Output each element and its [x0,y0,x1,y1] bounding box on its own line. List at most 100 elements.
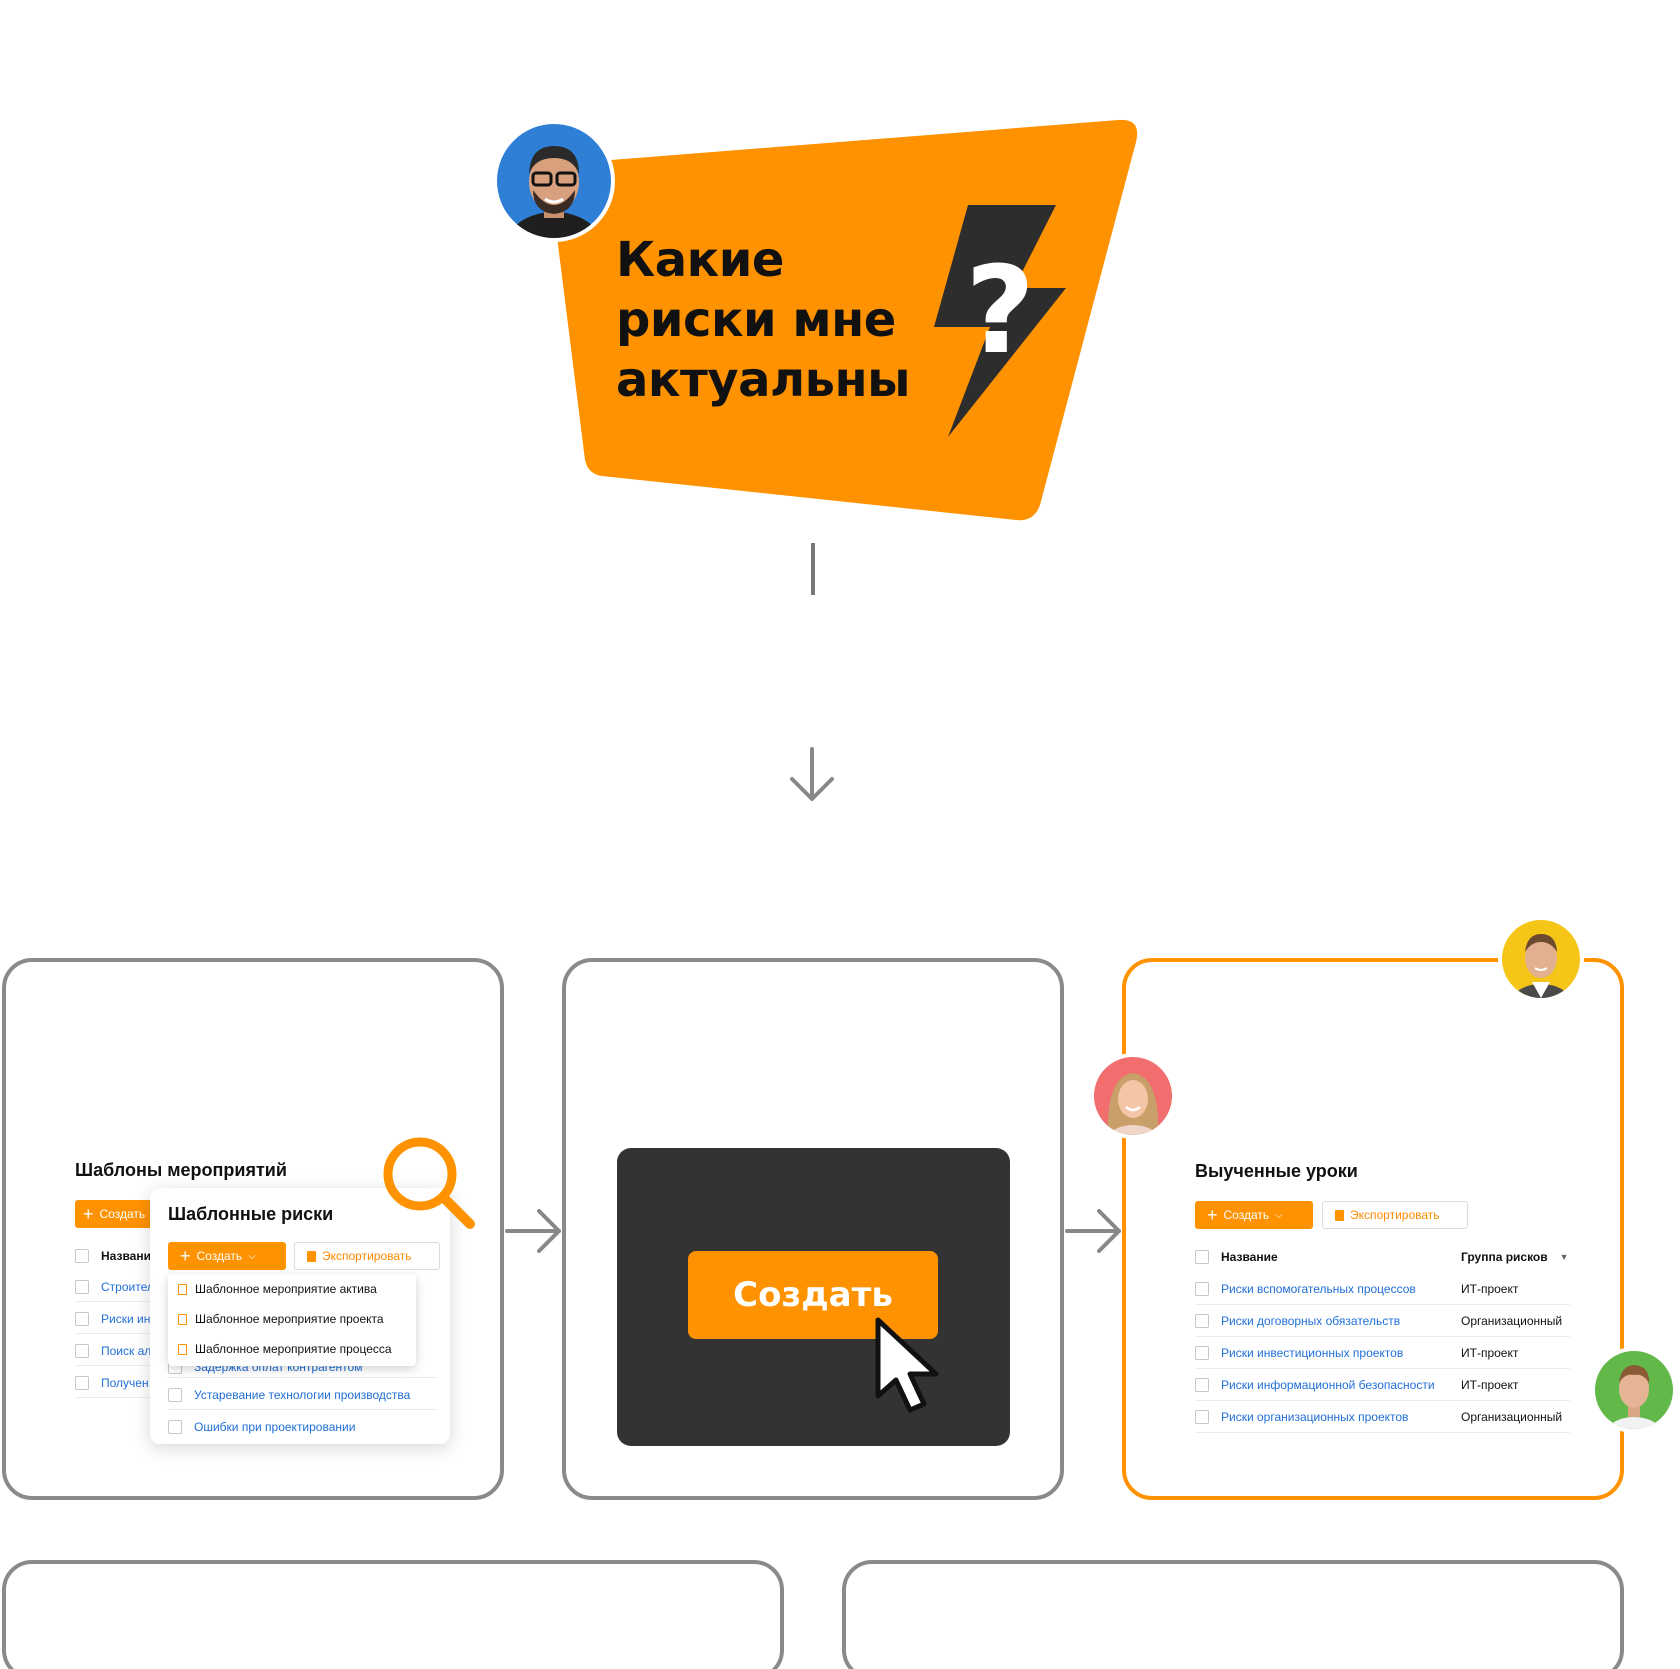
avatar-person-icon [1107,1073,1159,1135]
checkbox[interactable] [75,1311,89,1326]
create-button-label: Создать [733,1275,893,1315]
menu-item-label: Шаблонное мероприятие актива [195,1282,377,1296]
table-row[interactable]: Поиск ал [75,1336,155,1366]
checkbox[interactable] [168,1420,182,1434]
create-button-label: Создать [99,1207,146,1221]
create-dropdown-menu: Шаблонное мероприятие актива Шаблонное м… [168,1274,416,1366]
hero-title-line: актуальны [616,352,911,408]
document-icon [178,1313,187,1325]
column-header-name: Название [1221,1250,1278,1264]
chevron-down-icon: ⌵ [248,1250,256,1262]
card-lessons [1122,958,1624,1500]
cursor-arrow-icon [875,1317,939,1413]
checkbox[interactable] [1195,1410,1209,1424]
row-group: Организационный [1461,1410,1563,1424]
avatar-person-icon [507,146,601,238]
card-empty [842,1560,1624,1669]
question-mark-icon: ? [965,242,1035,381]
create-button-large[interactable]: Создать [688,1251,938,1339]
row-link[interactable]: Риски вспомогательных процессов [1221,1282,1416,1296]
search-icon [383,1137,475,1229]
avatar-person-icon [1606,1365,1662,1429]
column-header-name: Название [101,1249,155,1263]
table-row[interactable]: Риски договорных обязательств Организаци… [1195,1306,1570,1337]
panel-title: Выученные уроки [1195,1161,1358,1181]
export-icon [1335,1209,1344,1221]
table-row[interactable]: Риски ин [75,1304,155,1334]
checkbox[interactable] [1195,1378,1209,1392]
filter-icon[interactable]: ▼ [1559,1252,1569,1262]
plus-icon: + [180,1246,191,1266]
row-link[interactable]: Поиск ал [101,1343,152,1358]
menu-item-label: Шаблонное мероприятие процесса [195,1342,392,1356]
table-row[interactable]: Риски инвестиционных проектов ИТ-проект [1195,1338,1570,1369]
hero-title: Какие риски мне актуальны [616,230,936,410]
avatar [1090,1053,1176,1139]
table-header: Название [75,1242,155,1270]
menu-item[interactable]: Шаблонное мероприятие проекта [178,1312,384,1326]
create-dropdown-button[interactable]: + Создать ⌵ [1195,1201,1313,1229]
checkbox[interactable] [1195,1250,1209,1264]
arrow-down-icon [790,747,834,801]
plus-icon: + [1207,1205,1218,1225]
table-row[interactable]: Ошибки при проектировании [168,1412,438,1442]
checkbox[interactable] [75,1375,89,1390]
menu-item[interactable]: Шаблонное мероприятие процесса [178,1342,392,1356]
popup-title: Шаблонные риски [168,1204,334,1224]
row-link[interactable]: Ошибки при проектировании [194,1420,356,1434]
arrow-right-icon [1065,1209,1121,1253]
row-link[interactable]: Риски ин [101,1311,151,1326]
card-empty [2,1560,784,1669]
plus-icon: + [83,1204,94,1224]
export-button[interactable]: Экспортировать [294,1242,440,1270]
avatar [1498,916,1584,1002]
row-link[interactable]: Риски договорных обязательств [1221,1314,1401,1328]
checkbox[interactable] [168,1387,182,1402]
table-header: Название Группа рисков ▼ [1195,1243,1570,1271]
row-link[interactable]: Риски инвестиционных проектов [1221,1346,1404,1360]
row-link[interactable]: Строител [101,1279,154,1294]
export-button[interactable]: Экспортировать [1322,1201,1468,1229]
checkbox[interactable] [1195,1346,1209,1360]
export-button-label: Экспортировать [322,1249,412,1263]
avatar [493,120,615,242]
create-button-label: Создать [196,1249,243,1263]
menu-item-label: Шаблонное мероприятие проекта [195,1312,384,1326]
table-row[interactable]: Устаревание технологии производства [168,1380,438,1410]
checkbox[interactable] [75,1279,89,1294]
lightning-question-icon [934,205,1066,437]
checkbox[interactable] [1195,1282,1209,1296]
table-row[interactable]: Риски вспомогательных процессов ИТ-проек… [1195,1274,1570,1305]
row-group: ИТ-проект [1461,1282,1519,1296]
arrow-right-icon [505,1209,561,1253]
row-link[interactable]: Риски организационных проектов [1221,1410,1409,1424]
row-link[interactable]: Устаревание технологии производства [194,1387,411,1402]
row-link[interactable]: Риски информационной безопасности [1221,1378,1435,1392]
checkbox[interactable] [75,1343,89,1358]
row-group: ИТ-проект [1461,1378,1519,1392]
menu-item[interactable]: Шаблонное мероприятие актива [178,1282,377,1296]
export-icon [307,1250,316,1262]
hero-title-line: Какие [616,232,784,288]
create-dropdown-button[interactable]: + Создать ⌵ [168,1242,286,1270]
column-header-group[interactable]: Группа рисков [1461,1250,1548,1264]
export-button-label: Экспортировать [1350,1208,1440,1222]
row-group: ИТ-проект [1461,1346,1519,1360]
avatar [1591,1347,1677,1433]
document-icon [178,1283,187,1295]
table-row[interactable]: Получен [75,1368,155,1398]
create-button-label: Создать [1223,1208,1270,1222]
table-row[interactable]: Строител [75,1272,155,1302]
connector-line [811,543,815,595]
create-button[interactable]: + Создать [75,1200,155,1228]
checkbox[interactable] [75,1249,89,1263]
table-row[interactable]: Риски информационной безопасности ИТ-про… [1195,1370,1570,1401]
row-group: Организационный [1461,1314,1563,1328]
panel-title: Шаблоны мероприятий [75,1160,287,1180]
hero-banner: ? [548,119,1138,521]
chevron-down-icon: ⌵ [1275,1209,1283,1221]
checkbox[interactable] [1195,1314,1209,1328]
document-icon [178,1343,187,1355]
table-row[interactable]: Риски организационных проектов Организац… [1195,1402,1570,1433]
row-link[interactable]: Получен [101,1375,149,1390]
